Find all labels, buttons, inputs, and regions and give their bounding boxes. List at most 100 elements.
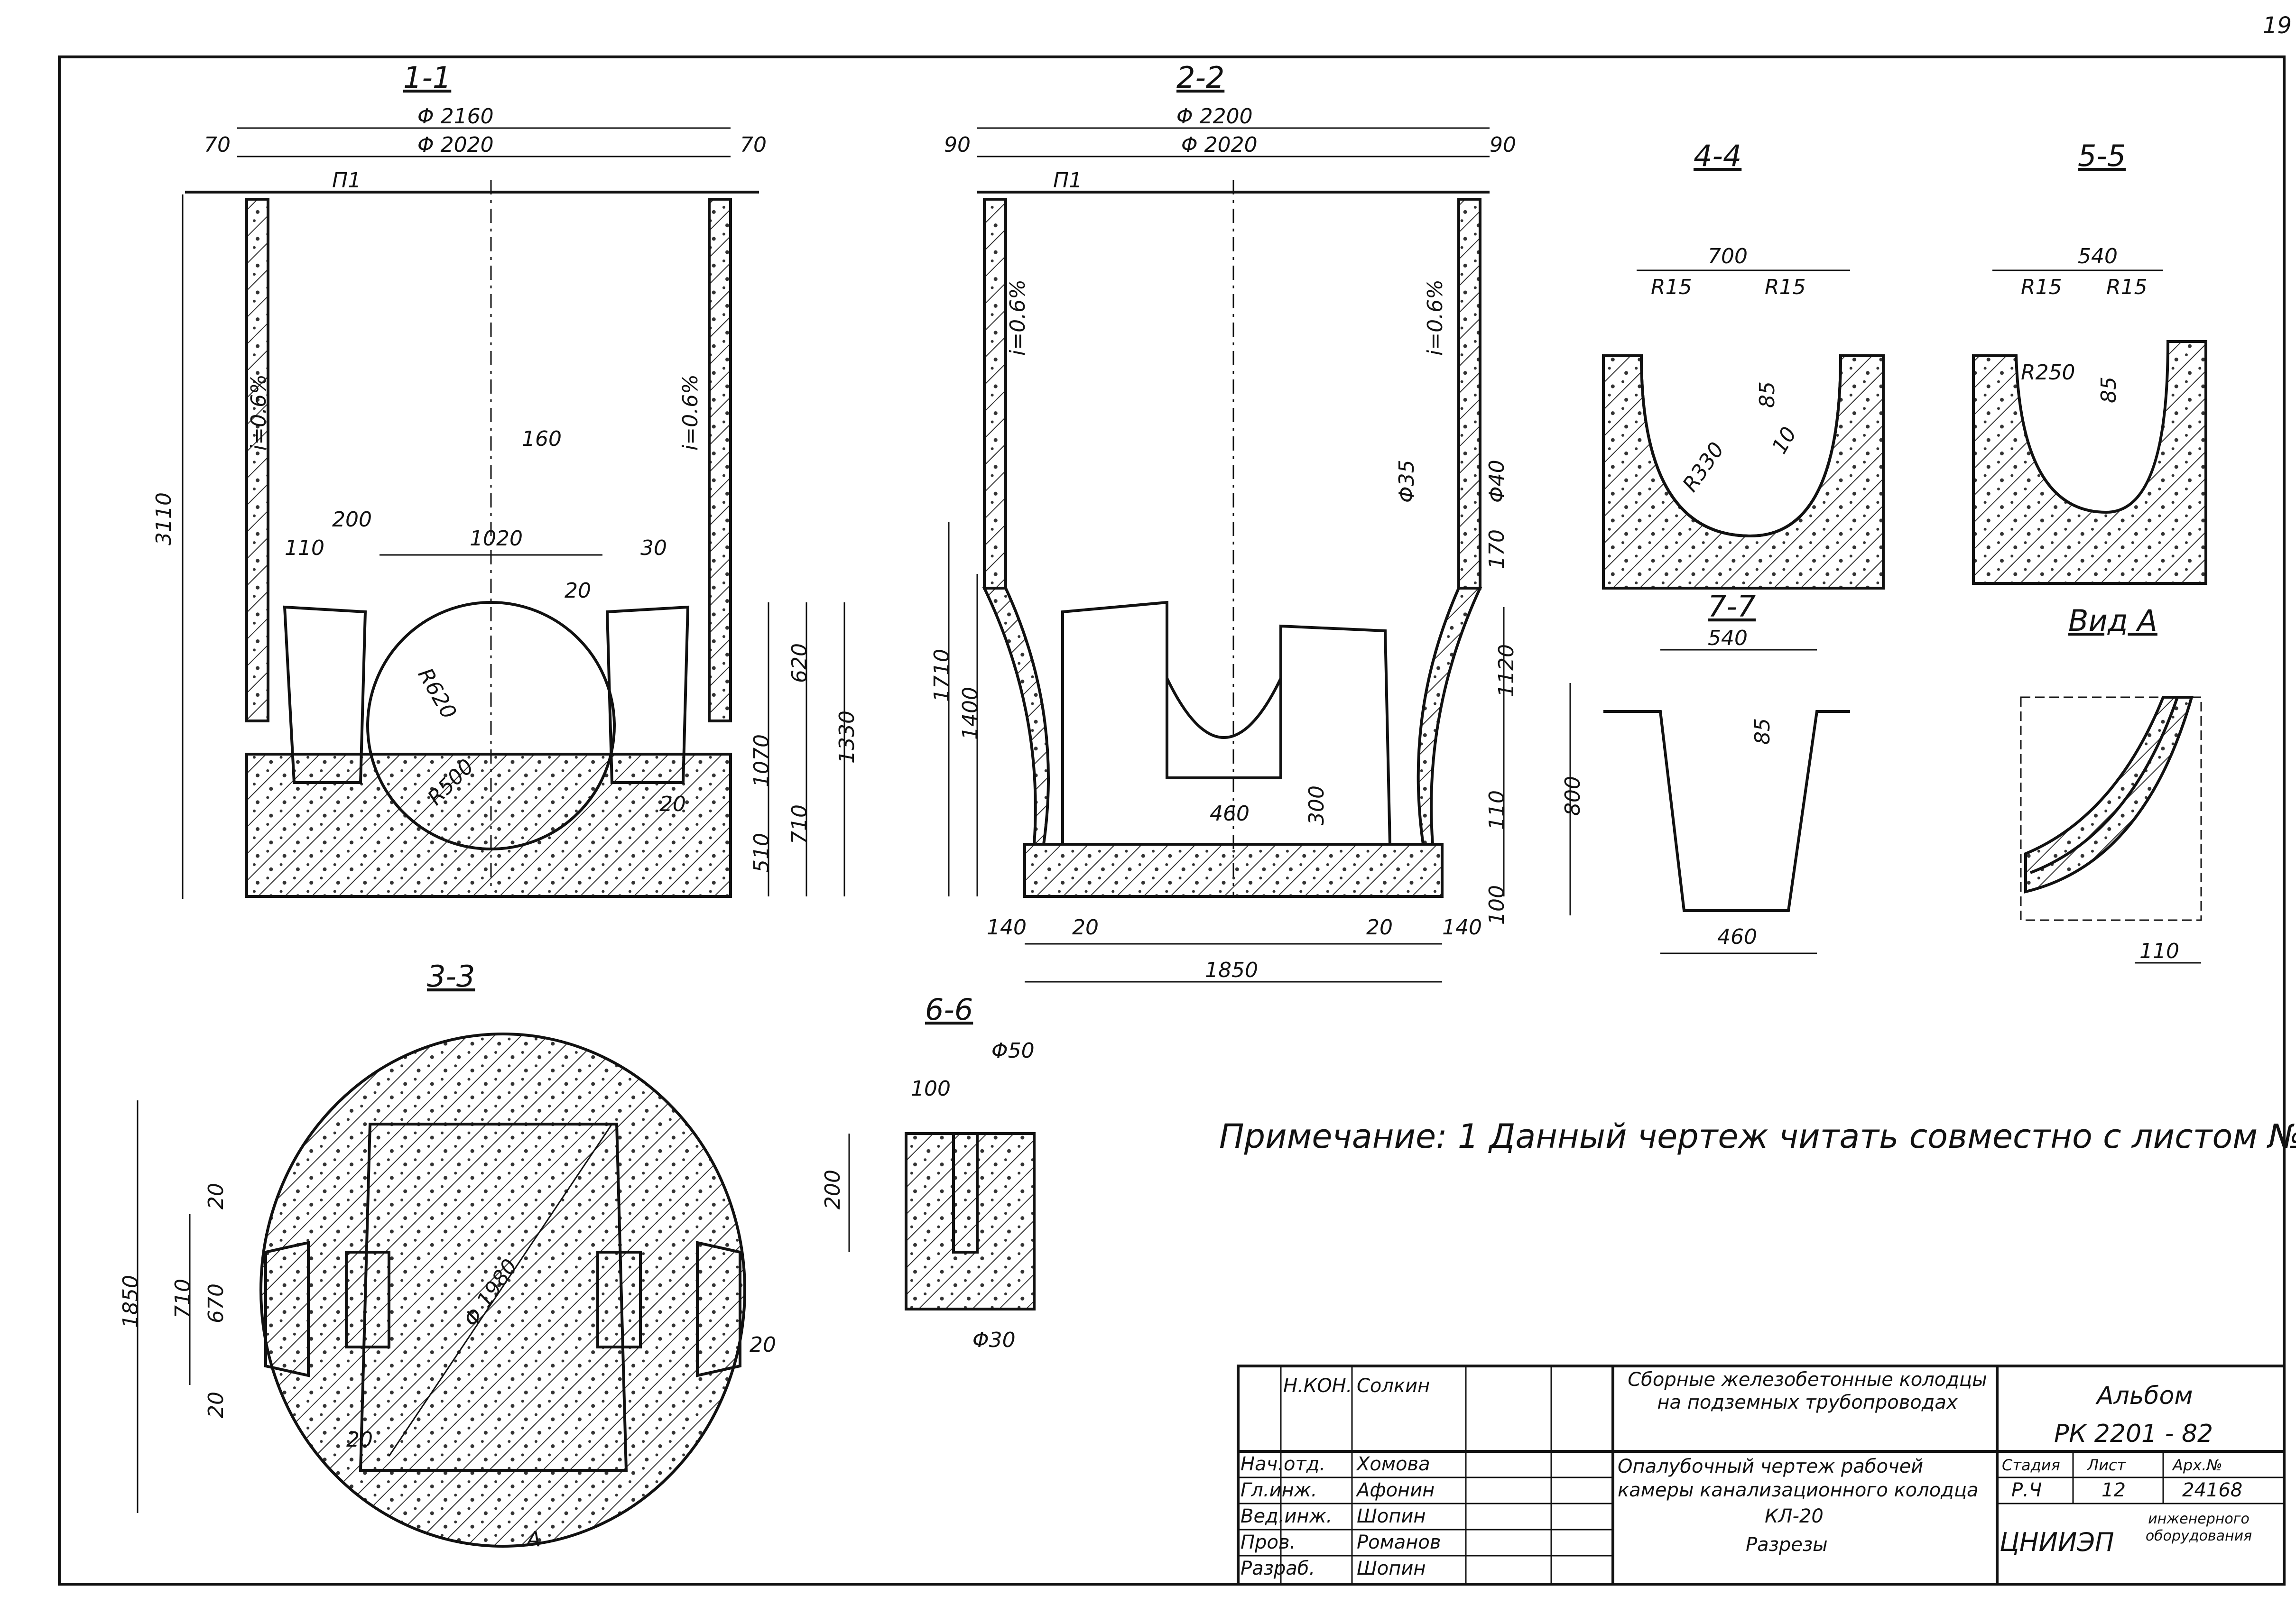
tb-role-3: Гл.инж.: [1241, 1479, 1317, 1501]
dim-h170: 170: [1485, 529, 1509, 569]
dim-h85-5: 85: [2097, 377, 2121, 403]
label-r330: R330: [1678, 438, 1729, 496]
dim-h620: 620: [787, 643, 812, 683]
dim-w460-7: 460: [1717, 925, 1757, 949]
tb-name-2: Хомова: [1356, 1453, 1430, 1475]
plan-opening: [359, 1123, 628, 1472]
dim-h710-3: 710: [171, 1279, 195, 1319]
label-r15a-5: R15: [2021, 275, 2062, 299]
dim-h110: 110: [1485, 790, 1509, 830]
tb-drawing-title-3: КЛ-20: [1765, 1505, 1824, 1527]
dim-h1850-3: 1850: [119, 1275, 143, 1328]
tb-sheet: 12: [2102, 1479, 2126, 1501]
dim-right-small: 30: [640, 536, 667, 560]
dim-d30: Φ30: [972, 1328, 1016, 1352]
tb-stage-label: Стадия: [2002, 1456, 2060, 1474]
tb-archive-no: 24168: [2182, 1479, 2242, 1501]
label-slope-left: i=0.6%: [247, 374, 271, 451]
tb-drawing-title-2: камеры канализационного колодца: [1618, 1479, 1979, 1501]
dim-h1330: 1330: [835, 710, 859, 764]
dim-inner-diameter: Φ 2020: [417, 133, 494, 157]
tb-project-title: Сборные железобетонные колодцы на подзем…: [1628, 1369, 1987, 1413]
dim-offset: 160: [522, 427, 562, 451]
label-slope-right: i=0.6%: [678, 374, 703, 451]
dim-r10: 10: [1767, 423, 1801, 458]
section-2-2: 2-2 Φ 2200 Φ 2020 90 90 П1 i=0.6% i=0.6%…: [930, 60, 1518, 983]
tb-archive-label: Арх.№: [2172, 1456, 2222, 1474]
channel-5-5: [1972, 340, 2207, 585]
dim-w540-7: 540: [1708, 626, 1748, 650]
section-7-7: 7-7 540 800 85 460: [1561, 589, 1850, 954]
tb-org: ЦНИИЭП: [2000, 1527, 2114, 1557]
dim-right-edge: 70: [740, 133, 767, 157]
section-1-1: 1-1 Φ 2160 Φ 2020 70 70 3110 П1 160 1020…: [152, 60, 859, 899]
label-slope-left-2: i=0.6%: [1006, 279, 1030, 356]
dim-h510: 510: [750, 833, 774, 873]
view-a: Вид А 110: [2020, 603, 2202, 964]
label-r620: R620: [413, 664, 461, 723]
tb-name-6: Шопин: [1357, 1558, 1426, 1579]
dim-h85-4: 85: [1755, 381, 1779, 408]
dim-d50: Φ50: [991, 1039, 1035, 1063]
dim-left-small: 110: [285, 536, 324, 560]
section-1-1-label: 1-1: [403, 60, 451, 95]
channel-4-4: [1602, 354, 1885, 590]
dim-h1400: 1400: [958, 687, 982, 740]
section-3-3-label: 3-3: [427, 959, 475, 994]
drawing-note: Примечание: 1 Данный чертеж читать совме…: [1219, 1117, 2296, 1156]
dim-b140l: 140: [987, 915, 1027, 940]
channel-7-7: [1603, 710, 1850, 912]
dim-h1710: 1710: [930, 649, 954, 702]
arrow-a-label: А: [525, 1527, 541, 1551]
dim-h1070: 1070: [750, 734, 774, 787]
tb-name-1: Солкин: [1357, 1375, 1430, 1397]
label-p1-2: П1: [1053, 168, 1082, 193]
dim-h670: 670: [204, 1283, 228, 1323]
bench-block: [1061, 600, 1392, 846]
label-p1: П1: [332, 168, 361, 193]
dim-gap: 20: [565, 579, 591, 603]
dim-w540: 540: [2078, 244, 2118, 268]
base-slab: [245, 753, 732, 898]
tb-role-1: Н.КОН.: [1283, 1375, 1352, 1397]
dim-h800: 800: [1561, 776, 1585, 816]
dim-outer-diameter-2: Φ 2200: [1176, 104, 1253, 129]
dim-d40: Φ40: [1485, 460, 1509, 503]
section-4-4: 4-4 700 R15 R15 R330 85 10: [1602, 138, 1885, 590]
label-r15b: R15: [1765, 275, 1806, 299]
tb-name-5: Романов: [1357, 1532, 1441, 1553]
dim-width: 1020: [470, 526, 523, 551]
dim-h710: 710: [787, 804, 812, 844]
dim-h300: 300: [1305, 785, 1329, 825]
section-6-6: 6-6 Φ50 100 200 Φ30: [821, 992, 1036, 1352]
dim-left-edge: 70: [204, 133, 231, 157]
dim-w460: 460: [1210, 802, 1250, 826]
tb-sheet-label: Лист: [2087, 1456, 2126, 1474]
tb-drawing-title-4: Разрезы: [1746, 1534, 1828, 1556]
dim-left-w: 200: [332, 508, 372, 532]
dim-h100: 100: [1485, 885, 1509, 925]
section-2-2-label: 2-2: [1176, 60, 1224, 95]
tb-role-5: Пров.: [1241, 1532, 1296, 1553]
dim-b140r: 140: [1442, 915, 1482, 940]
page-number: 19: [2263, 12, 2292, 39]
dim-inner-diameter-2: Φ 2020: [1181, 133, 1258, 157]
view-a-curve: [2024, 696, 2194, 894]
section-6-6-label: 6-6: [925, 992, 973, 1027]
tb-role-4: Вед.инж.: [1241, 1505, 1332, 1527]
dim-w100: 100: [911, 1077, 951, 1101]
tb-album-label: Альбом: [2095, 1382, 2193, 1410]
title-block: Н.КОН. Солкин Нач.отд. Хомова Гл.инж. Аф…: [1237, 1365, 2286, 1586]
dim-outer-diameter: Φ 2160: [417, 104, 494, 129]
dim-w700: 700: [1708, 244, 1748, 268]
section-3-3: 3-3 Φ 1980 1850 710 670 20 20 20 20 А: [119, 959, 776, 1551]
tb-role-6: Разраб.: [1241, 1558, 1315, 1579]
dim-right-edge-2: 90: [1490, 133, 1516, 157]
dim-bottom-gap: 20: [659, 792, 686, 816]
section-7-7-label: 7-7: [1708, 589, 1756, 624]
dim-b20r: 20: [1366, 915, 1393, 940]
tb-org-city: инженерного оборудования: [2145, 1511, 2252, 1544]
label-r15b-5: R15: [2106, 275, 2148, 299]
dim-w1850: 1850: [1205, 958, 1258, 982]
